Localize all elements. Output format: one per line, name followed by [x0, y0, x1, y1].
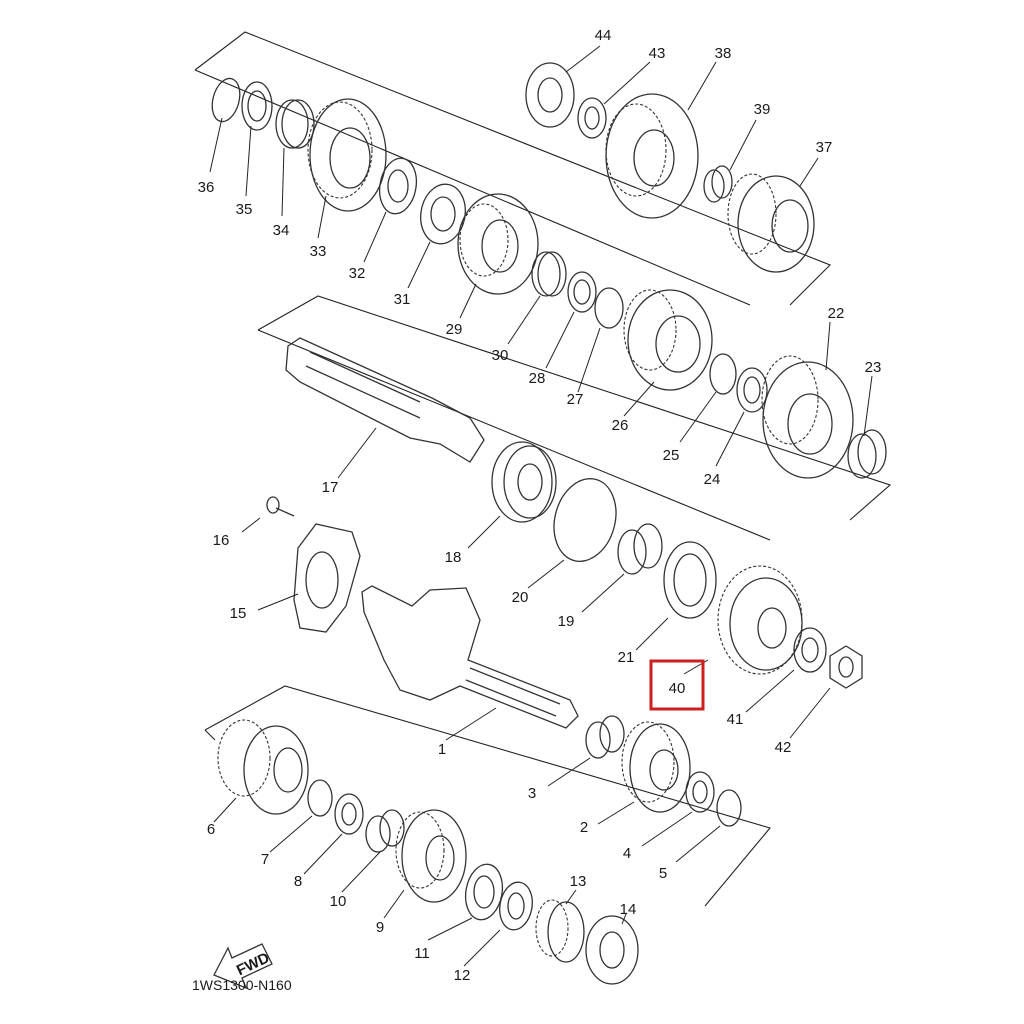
part-29-gear[interactable] — [457, 193, 539, 319]
callout-25[interactable]: 25 — [663, 447, 680, 464]
part-18-bearing[interactable] — [467, 441, 557, 549]
callout-37[interactable]: 37 — [816, 139, 833, 156]
callout-15[interactable]: 15 — [230, 605, 247, 622]
drawing-code: 1WS1300-N160 — [192, 977, 292, 993]
part-38-gear[interactable] — [605, 61, 717, 219]
part-2-gear[interactable] — [597, 721, 691, 825]
callout-43[interactable]: 43 — [649, 45, 666, 62]
part-28-washer[interactable] — [545, 271, 597, 369]
frame-lower-shaft-group — [204, 685, 771, 907]
callout-32[interactable]: 32 — [349, 265, 366, 282]
callout-27[interactable]: 27 — [567, 391, 584, 408]
part-39-bushing[interactable] — [703, 119, 757, 203]
callout-36[interactable]: 36 — [198, 179, 215, 196]
callout-30[interactable]: 30 — [492, 347, 509, 364]
part-16-bolt[interactable] — [241, 496, 295, 533]
callout-17[interactable]: 17 — [322, 479, 339, 496]
callout-28[interactable]: 28 — [529, 370, 546, 387]
part-11-lock-washer[interactable] — [427, 861, 507, 941]
part-25-circlip[interactable] — [679, 353, 737, 443]
part-32-lock-washer[interactable] — [363, 155, 421, 263]
part-22-gear[interactable] — [761, 321, 854, 479]
part-20-ring[interactable] — [527, 472, 625, 589]
callout-8[interactable]: 8 — [294, 873, 302, 890]
part-41-lock-washer[interactable] — [745, 627, 827, 713]
part-34-needle-bearing[interactable] — [275, 99, 315, 217]
part-1-drive-axle[interactable] — [361, 585, 579, 741]
part-36-circlip[interactable] — [208, 75, 245, 173]
callout-9[interactable]: 9 — [376, 919, 384, 936]
callout-6[interactable]: 6 — [207, 821, 215, 838]
callout-40[interactable]: 40 — [669, 680, 686, 697]
part-26-gear[interactable] — [623, 289, 713, 417]
callout-41[interactable]: 41 — [727, 711, 744, 728]
part-8-washer[interactable] — [303, 793, 364, 875]
callout-5[interactable]: 5 — [659, 865, 667, 882]
part-14-bearing[interactable] — [585, 913, 639, 985]
part-3-bushing[interactable] — [547, 715, 625, 787]
callout-19[interactable]: 19 — [558, 613, 575, 630]
callout-21[interactable]: 21 — [618, 649, 635, 666]
callout-39[interactable]: 39 — [754, 101, 771, 118]
part-33-gear[interactable] — [307, 98, 387, 239]
callout-2[interactable]: 2 — [580, 819, 588, 836]
highlight-box-part-40 — [649, 659, 705, 711]
part-9-gear[interactable] — [383, 809, 467, 919]
frame-upper-shaft-group — [194, 31, 831, 306]
callout-44[interactable]: 44 — [595, 27, 612, 44]
part-24-washer[interactable] — [715, 367, 768, 467]
callout-7[interactable]: 7 — [261, 851, 269, 868]
callout-10[interactable]: 10 — [330, 893, 347, 910]
part-6-gear[interactable] — [213, 719, 309, 823]
callout-38[interactable]: 38 — [715, 45, 732, 62]
callout-42[interactable]: 42 — [775, 739, 792, 756]
part-40-sprocket[interactable] — [683, 565, 803, 675]
part-37-gear[interactable] — [727, 157, 819, 273]
part-19-collar[interactable] — [581, 523, 663, 613]
callout-24[interactable]: 24 — [704, 471, 721, 488]
part-42-nut[interactable] — [789, 645, 863, 739]
callout-1[interactable]: 1 — [438, 741, 446, 758]
frame-middle-shaft-group — [257, 295, 892, 541]
part-30-needle-bearing[interactable] — [507, 251, 567, 345]
callout-20[interactable]: 20 — [512, 589, 529, 606]
callout-13[interactable]: 13 — [570, 873, 587, 890]
callout-29[interactable]: 29 — [446, 321, 463, 338]
callout-26[interactable]: 26 — [612, 417, 629, 434]
part-12-lock-washer[interactable] — [463, 880, 536, 967]
callout-31[interactable]: 31 — [394, 291, 411, 308]
callout-16[interactable]: 16 — [213, 532, 230, 549]
part-27-circlip[interactable] — [577, 287, 624, 393]
callout-18[interactable]: 18 — [445, 549, 462, 566]
callout-22[interactable]: 22 — [828, 305, 845, 322]
callout-11[interactable]: 11 — [414, 945, 430, 962]
callout-23[interactable]: 23 — [865, 359, 882, 376]
callout-3[interactable]: 3 — [528, 785, 536, 802]
part-13-gear[interactable] — [535, 889, 585, 963]
part-10-needle-bearing[interactable] — [341, 809, 405, 893]
callout-33[interactable]: 33 — [310, 243, 327, 260]
part-35-washer[interactable] — [241, 81, 273, 197]
part-23-collar[interactable] — [847, 375, 887, 479]
part-7-circlip[interactable] — [269, 779, 333, 853]
part-17-main-axle[interactable] — [285, 337, 485, 479]
callout-14[interactable]: 14 — [620, 901, 637, 918]
part-5-circlip[interactable] — [675, 789, 742, 863]
callout-4[interactable]: 4 — [623, 845, 631, 862]
part-15-plate[interactable] — [257, 523, 361, 633]
part-44-bearing[interactable] — [525, 45, 601, 128]
callout-12[interactable]: 12 — [454, 967, 471, 984]
part-21-oil-seal[interactable] — [635, 541, 717, 651]
part-43-washer[interactable] — [577, 61, 651, 139]
part-4-washer[interactable] — [641, 771, 715, 847]
callout-35[interactable]: 35 — [236, 201, 253, 218]
callout-34[interactable]: 34 — [273, 222, 290, 239]
